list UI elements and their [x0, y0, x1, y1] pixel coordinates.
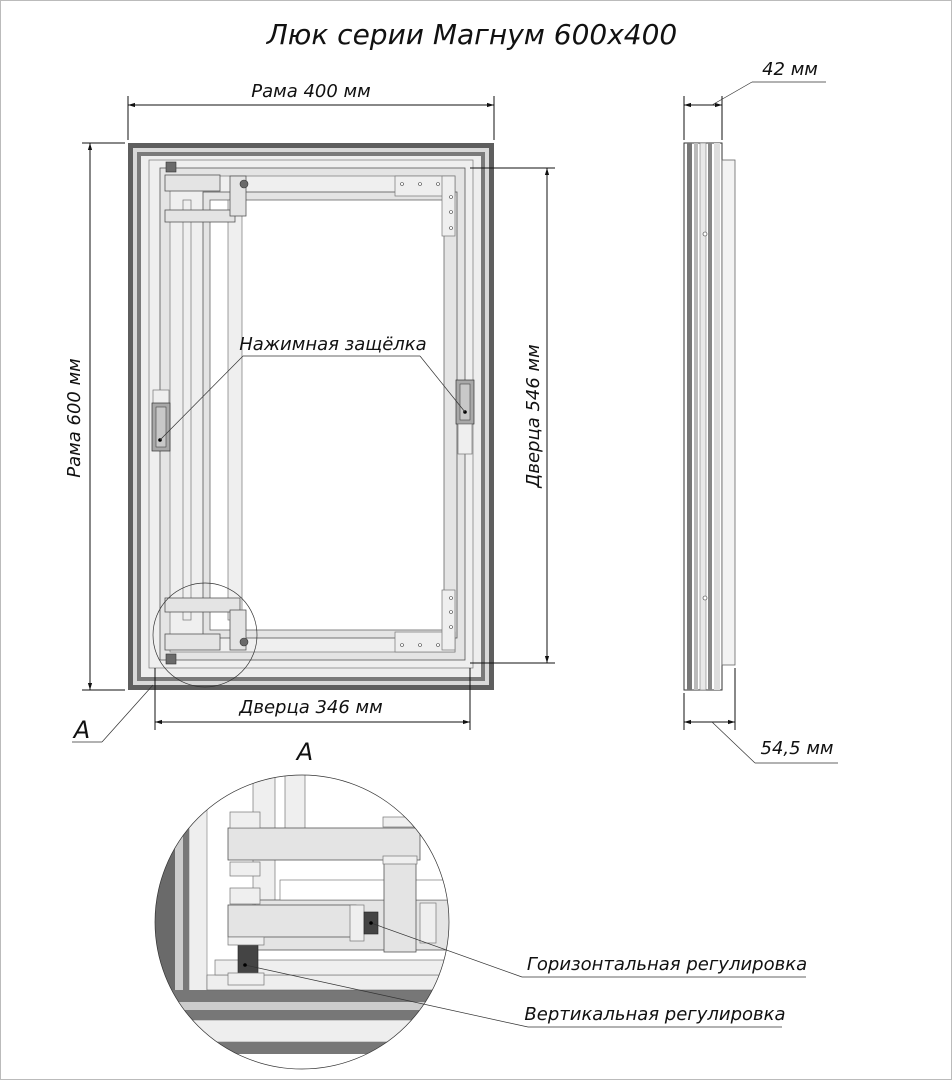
svg-text:54,5 мм: 54,5 мм — [761, 738, 834, 759]
push-latch-callout: Нажимная защёлка — [159, 334, 466, 441]
dim-door-height: Дверца 546 мм — [470, 167, 555, 664]
push-latch-left — [151, 389, 171, 452]
detail-a-title: A — [295, 738, 313, 766]
dim-frame-width: Рама 400 мм — [127, 81, 495, 140]
drawing-title: Люк серии Магнум 600х400 — [266, 18, 678, 51]
detail-a-marker: A — [72, 684, 154, 744]
svg-text:Горизонтальная регулировка: Горизонтальная регулировка — [527, 954, 807, 975]
dim-depth-top: 42 мм — [683, 59, 826, 140]
svg-text:42 мм: 42 мм — [762, 59, 818, 80]
dim-frame-height: Рама 600 мм — [64, 142, 125, 691]
vertical-adjustment-callout: Вертикальная регулировка — [243, 963, 786, 1028]
svg-text:Рама 400 мм: Рама 400 мм — [251, 81, 370, 102]
door-opening — [209, 199, 445, 631]
svg-text:Нажимная защёлка: Нажимная защёлка — [239, 334, 426, 355]
side-view — [683, 142, 736, 691]
vertical-adjust-spring — [237, 944, 259, 974]
horizontal-adjustment-callout: Горизонтальная регулировка — [369, 921, 807, 978]
dim-depth-bottom: 54,5 мм — [683, 668, 838, 764]
svg-text:Дверца 546 мм: Дверца 546 мм — [523, 344, 544, 488]
svg-text:Рама 600 мм: Рама 600 мм — [64, 358, 85, 477]
svg-text:Вертикальная регулировка: Вертикальная регулировка — [524, 1004, 785, 1025]
hinge-bottom — [164, 597, 249, 665]
front-view — [128, 143, 494, 690]
push-latch-right — [455, 379, 475, 455]
hinge-top — [164, 161, 249, 223]
svg-text:A: A — [72, 716, 90, 744]
svg-text:Дверца 346 мм: Дверца 346 мм — [238, 697, 382, 718]
detail-a-circle — [152, 582, 258, 688]
dim-door-width: Дверца 346 мм — [154, 668, 471, 730]
detail-a-outline — [154, 774, 450, 1070]
detail-a-view — [155, 775, 449, 1069]
